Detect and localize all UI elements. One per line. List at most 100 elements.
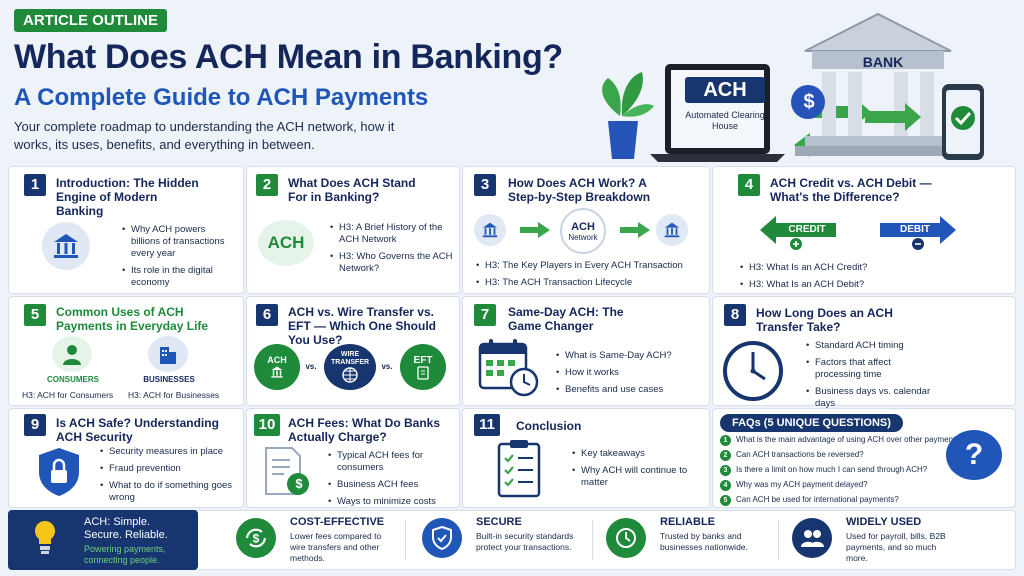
credit-arrow-icon xyxy=(760,216,836,250)
lightbulb-icon xyxy=(34,521,56,554)
section-number-3: 3 xyxy=(474,174,496,196)
calendar-clock-icon xyxy=(478,339,539,397)
bullet: Security measures in place xyxy=(100,446,235,458)
bullet: Typical ACH fees for consumers xyxy=(328,450,458,474)
bank-building-icon xyxy=(795,12,961,156)
section-10-bullets: Typical ACH fees for consumers Business … xyxy=(328,450,458,513)
section-title-8: How Long Does an ACH Transfer Take? xyxy=(756,306,893,334)
section-8-bullets: Standard ACH timing Factors that affect … xyxy=(806,340,936,415)
bullet: Benefits and use cases xyxy=(556,384,706,396)
invoice-dollar-icon xyxy=(265,447,309,495)
bullet: Why ACH powers billions of transactions … xyxy=(122,224,232,260)
credit-label: CREDIT xyxy=(788,224,826,235)
debit-arrow-icon xyxy=(880,216,956,250)
bullet: Factors that affect processing time xyxy=(806,357,936,381)
section-7-bullets: What is Same-Day ACH? How it works Benef… xyxy=(556,350,706,401)
bank-icon-small xyxy=(474,214,506,246)
widely-used-people-icon xyxy=(792,518,832,558)
dollar-symbol: $ xyxy=(295,476,303,491)
intro-text: Your complete roadmap to understanding t… xyxy=(14,119,395,152)
clock-icon xyxy=(723,341,783,401)
hero-illustration xyxy=(602,12,984,162)
dollar-symbol: $ xyxy=(803,91,815,113)
section-number-5: 5 xyxy=(24,304,46,326)
section-number-9: 9 xyxy=(24,414,46,436)
bullet: What is Same-Day ACH? xyxy=(556,350,706,362)
vs-label: vs. xyxy=(381,362,393,371)
feature-reliable: RELIABLE Trusted by banks and businesses… xyxy=(660,516,748,552)
page-subtitle: A Complete Guide to ACH Payments xyxy=(14,84,429,111)
bullet: Fraud prevention xyxy=(100,463,235,475)
section-title-1: Introduction: The Hidden Engine of Moder… xyxy=(56,176,199,218)
section-number-4: 4 xyxy=(738,174,760,196)
bullet: H3: Who Governs the ACH Network? xyxy=(330,251,455,275)
section-number-1: 1 xyxy=(24,174,46,196)
section-number-2: 2 xyxy=(256,174,278,196)
feature-cost-effective: COST-EFFECTIVE Lower fees compared to wi… xyxy=(290,516,385,563)
section-4-bullets: H3: What Is an ACH Credit? H3: What Is a… xyxy=(740,262,970,296)
arrow-right-icon xyxy=(620,222,650,238)
bank-label: BANK xyxy=(862,54,904,70)
bullet: Ways to minimize costs xyxy=(328,496,458,508)
divider xyxy=(405,520,406,560)
section-1-bullets: Why ACH powers billions of transactions … xyxy=(122,224,232,294)
eft-icon: EFT xyxy=(400,344,446,390)
bullet: H3: A Brief History of the ACH Network xyxy=(330,222,455,246)
ach-icon: ACH xyxy=(258,220,314,266)
plant-icon xyxy=(602,72,654,159)
bullet: What to do if something goes wrong xyxy=(100,480,235,504)
laptop-caption: Automated Clearing House xyxy=(685,110,765,131)
reliable-clock-icon xyxy=(606,518,646,558)
section-number-6: 6 xyxy=(256,304,278,326)
section-title-7: Same-Day ACH: The Game Changer xyxy=(508,305,624,333)
bullet: How it works xyxy=(556,367,706,379)
page-title: What Does ACH Mean in Banking? xyxy=(14,38,563,76)
bullet: H3: The ACH Transaction Lifecycle xyxy=(476,277,706,289)
feature-widely-used: WIDELY USED Used for payroll, bills, B2B… xyxy=(846,516,946,563)
dollar-coin-icon xyxy=(791,85,825,119)
checklist-icon xyxy=(497,440,541,498)
svg-text:$: $ xyxy=(253,532,260,546)
arrow-right-icon xyxy=(520,222,550,238)
divider xyxy=(778,520,779,560)
bullet: Business days vs. calendar days xyxy=(806,386,936,410)
section-number-7: 7 xyxy=(474,304,496,326)
h3-businesses: H3: ACH for Businesses xyxy=(128,390,220,400)
phone-icon xyxy=(942,84,984,160)
bank-icon-small xyxy=(656,214,688,246)
feature-secure: SECURE Built-in security standards prote… xyxy=(476,516,574,552)
section-title-6: ACH vs. Wire Transfer vs. EFT — Which On… xyxy=(288,305,436,347)
vs-label: vs. xyxy=(305,362,317,371)
consumers-label: CONSUMERS xyxy=(46,375,99,384)
secure-shield-icon xyxy=(422,518,462,558)
section-title-11: Conclusion xyxy=(516,419,582,433)
footer-brand-line2: Secure. Reliable. xyxy=(84,529,168,541)
footer-brand-tag2: connecting people. xyxy=(84,555,160,565)
bullet: H3: What Is an ACH Credit? xyxy=(740,262,970,274)
ach-network-icon: ACH Network xyxy=(560,208,606,254)
section-title-9: Is ACH Safe? Understanding ACH Security xyxy=(56,416,219,444)
bullet: Business ACH fees xyxy=(328,479,458,491)
section-9-bullets: Security measures in place Fraud prevent… xyxy=(100,446,235,509)
section-number-11: 11 xyxy=(474,414,500,436)
wire-transfer-icon: WIRE TRANSFER xyxy=(324,344,376,390)
section-title-2: What Does ACH Stand For in Banking? xyxy=(288,176,416,204)
question-bubble-icon: ? xyxy=(946,430,1002,480)
cost-effective-icon: $ xyxy=(236,518,276,558)
divider xyxy=(592,520,593,560)
business-building-icon xyxy=(148,336,188,372)
section-title-10: ACH Fees: What Do Banks Actually Charge? xyxy=(288,416,441,444)
footer-brand-line1: ACH: Simple. xyxy=(84,516,151,528)
section-title-4: ACH Credit vs. ACH Debit — What's the Di… xyxy=(770,176,932,204)
section-title-3: How Does ACH Work? A Step-by-Step Breakd… xyxy=(508,176,651,204)
bullet: Its role in the digital economy xyxy=(122,265,232,289)
laptop-ach-badge: ACH xyxy=(685,77,765,103)
bullet: Key takeaways xyxy=(572,448,702,460)
bank-icon xyxy=(42,222,90,270)
bullet: Standard ACH timing xyxy=(806,340,936,352)
